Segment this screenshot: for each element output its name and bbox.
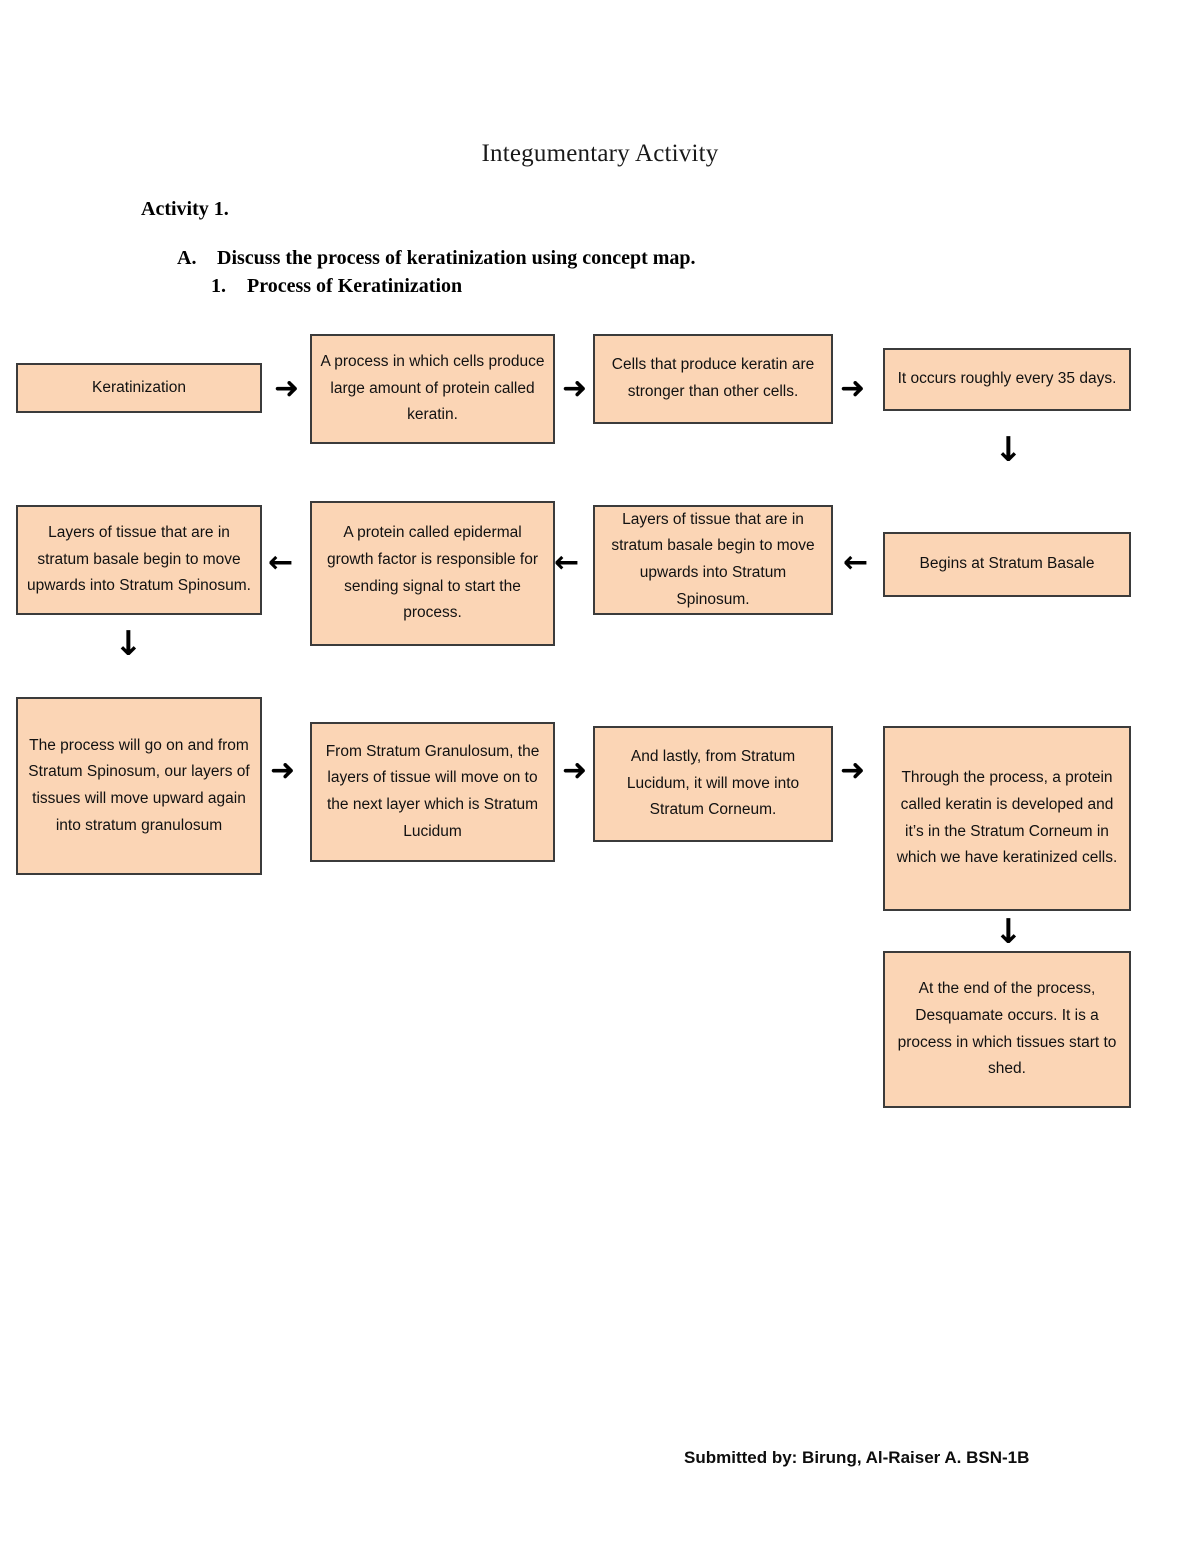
concept-node-process-definition: A process in which cells produce large a… <box>310 334 555 444</box>
arrow-down-2: ↓ <box>114 624 143 664</box>
concept-node-spinosum-to-granulosum: The process will go on and from Stratum … <box>16 697 262 875</box>
arrow-left-1: ← <box>843 545 869 580</box>
node-text: Layers of tissue that are in stratum bas… <box>27 524 251 595</box>
outline-a-text: Discuss the process of keratinization us… <box>217 247 696 269</box>
arrow-right-5: ➜ <box>562 753 588 788</box>
submitted-by-footer: Submitted by: Birung, Al-Raiser A. BSN-1… <box>684 1448 1030 1467</box>
arrow-down-3: ↓ <box>994 912 1023 952</box>
node-text: A process in which cells produce large a… <box>320 353 545 424</box>
node-text: Layers of tissue that are in stratum bas… <box>611 510 815 608</box>
arrow-left-2: ← <box>554 545 580 580</box>
outline-1-marker: 1. <box>211 275 226 297</box>
arrow-right-6: ➜ <box>840 753 866 788</box>
node-text: It occurs roughly every 35 days. <box>897 370 1117 388</box>
concept-node-35-days: It occurs roughly every 35 days. <box>883 348 1131 411</box>
page-title: Integumentary Activity <box>481 140 719 167</box>
arrow-left-3: ← <box>268 545 294 580</box>
concept-node-keratinized-cells: Through the process, a protein called ke… <box>883 726 1131 911</box>
outline-item-1: 1. Process of Keratinization <box>211 275 462 298</box>
node-text: The process will go on and from Stratum … <box>28 736 250 834</box>
arrow-right-1: ➜ <box>274 371 300 406</box>
outline-item-a: A. Discuss the process of keratinization … <box>177 247 696 270</box>
node-text: From Stratum Granulosum, the layers of t… <box>325 742 540 840</box>
activity-heading: Activity 1. <box>141 198 229 220</box>
arrow-down-1: ↓ <box>994 430 1023 470</box>
node-text: Begins at Stratum Basale <box>919 555 1095 573</box>
node-text: At the end of the process, Desquamate oc… <box>897 980 1117 1078</box>
node-text: Through the process, a protein called ke… <box>896 769 1118 867</box>
concept-node-granulosum-to-lucidum: From Stratum Granulosum, the layers of t… <box>310 722 555 862</box>
concept-node-keratinization: Keratinization <box>16 363 262 413</box>
concept-node-desquamate: At the end of the process, Desquamate oc… <box>883 951 1131 1108</box>
concept-node-lucidum-to-corneum: And lastly, from Stratum Lucidum, it wil… <box>593 726 833 842</box>
concept-node-egf: A protein called epidermal growth factor… <box>310 501 555 646</box>
outline-1-text: Process of Keratinization <box>247 275 463 297</box>
arrow-right-4: ➜ <box>270 753 296 788</box>
arrow-right-2: ➜ <box>562 371 588 406</box>
concept-node-begins-stratum-basale: Begins at Stratum Basale <box>883 532 1131 597</box>
concept-node-layers-upward-2: Layers of tissue that are in stratum bas… <box>16 505 262 615</box>
concept-node-layers-upward-1: Layers of tissue that are in stratum bas… <box>593 505 833 615</box>
outline-a-marker: A. <box>177 247 197 269</box>
node-text: A protein called epidermal growth factor… <box>326 524 539 622</box>
node-text: And lastly, from Stratum Lucidum, it wil… <box>626 748 800 819</box>
concept-node-stronger-cells: Cells that produce keratin are stronger … <box>593 334 833 424</box>
node-text: Keratinization <box>92 378 186 396</box>
node-text: Cells that produce keratin are stronger … <box>611 356 815 400</box>
arrow-right-3: ➜ <box>840 371 866 406</box>
